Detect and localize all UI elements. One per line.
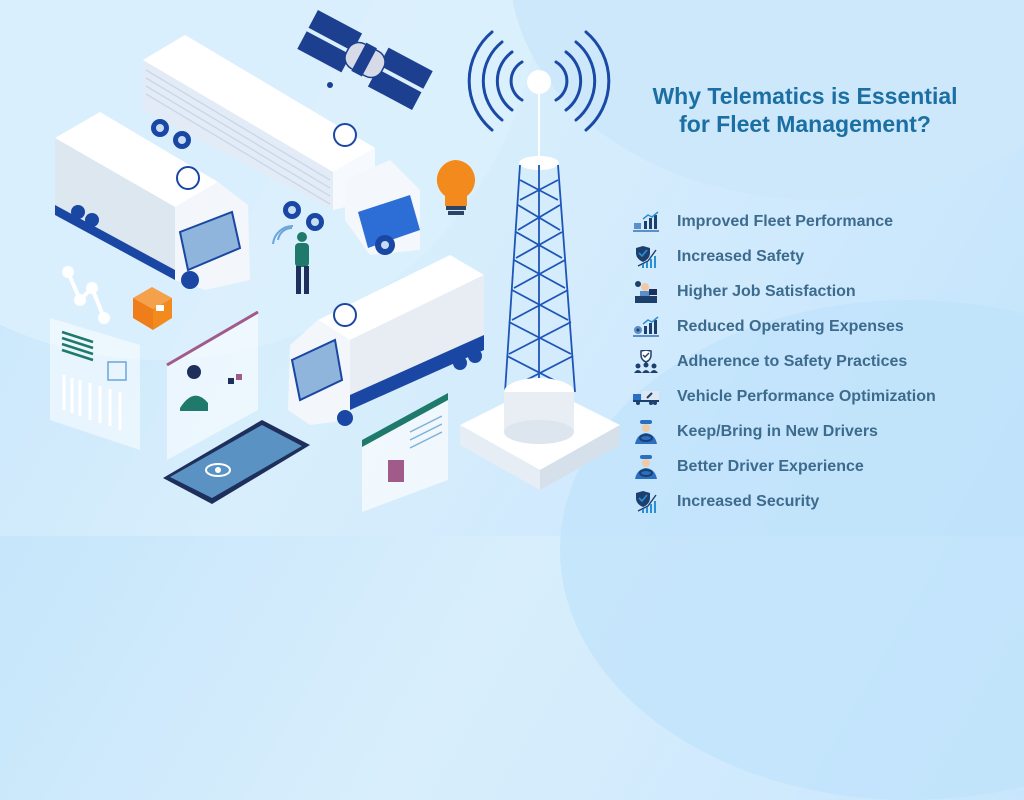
list-item: Increased Safety xyxy=(633,239,1023,274)
barcode-scan-panel xyxy=(50,318,140,450)
benefit-label: Higher Job Satisfaction xyxy=(677,282,856,300)
box-truck-icon xyxy=(55,112,250,290)
driver-icon xyxy=(633,454,659,479)
satellite-icon xyxy=(297,10,433,110)
title-line-1: Why Telematics is Essential xyxy=(652,83,958,109)
shield-growth-icon xyxy=(633,245,659,269)
benefit-label: Improved Fleet Performance xyxy=(677,212,894,230)
truck-wrench-icon xyxy=(633,385,659,409)
benefit-label: Better Driver Experience xyxy=(677,457,864,475)
list-item: Adherence to Safety Practices xyxy=(633,344,1023,379)
performance-chart-icon xyxy=(633,210,659,234)
list-item: Vehicle Performance Optimization xyxy=(633,379,1023,414)
title-line-2: for Fleet Management? xyxy=(679,111,931,137)
list-item: Improved Fleet Performance xyxy=(633,204,1023,239)
benefit-label: Adherence to Safety Practices xyxy=(677,352,908,370)
list-item: Increased Security xyxy=(633,484,1023,519)
driver-icon xyxy=(633,419,659,444)
shield-team-icon xyxy=(633,349,659,374)
semi-truck-icon xyxy=(143,35,420,255)
signal-tower-icon xyxy=(460,30,620,490)
benefit-label: Increased Security xyxy=(677,492,820,510)
list-item: Reduced Operating Expenses xyxy=(633,309,1023,344)
list-item: Higher Job Satisfaction xyxy=(633,274,1023,309)
benefit-label: Reduced Operating Expenses xyxy=(677,317,904,335)
list-item: Better Driver Experience xyxy=(633,449,1023,484)
lightbulb-icon xyxy=(436,160,475,215)
dashboard-panel xyxy=(362,393,448,512)
person-with-phone-icon xyxy=(272,224,309,294)
box-truck-icon xyxy=(288,255,484,426)
smartphone-icon xyxy=(163,420,310,504)
fleet-telematics-illustration xyxy=(50,10,620,512)
driver-profile-panel xyxy=(166,310,259,460)
page-title: Why Telematics is Essential for Fleet Ma… xyxy=(600,82,1010,138)
benefit-label: Keep/Bring in New Drivers xyxy=(677,422,878,440)
coin-chart-icon xyxy=(633,315,659,339)
benefits-list: Improved Fleet Performance Increased Saf… xyxy=(633,204,1023,519)
route-graph-icon xyxy=(62,266,110,324)
benefit-label: Increased Safety xyxy=(677,247,805,265)
shield-growth-icon xyxy=(633,490,659,514)
benefit-label: Vehicle Performance Optimization xyxy=(677,387,936,405)
list-item: Keep/Bring in New Drivers xyxy=(633,414,1023,449)
package-box-icon xyxy=(133,287,172,330)
worker-desk-icon xyxy=(633,280,659,304)
